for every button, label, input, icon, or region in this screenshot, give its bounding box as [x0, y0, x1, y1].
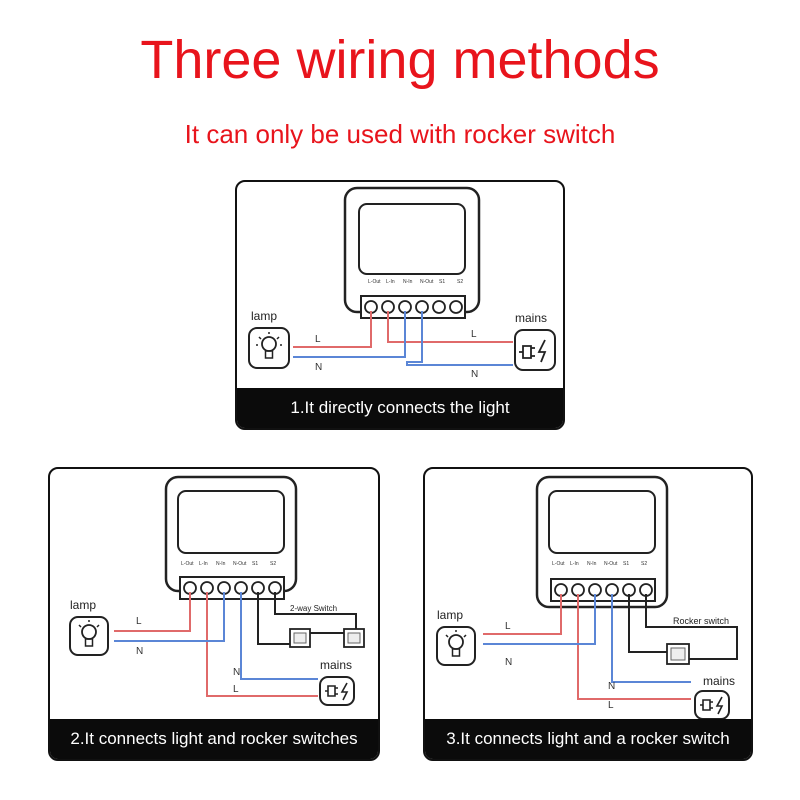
lamp-label: lamp [437, 608, 463, 622]
rocker-switch [666, 643, 690, 665]
lightbulb-icon [69, 616, 109, 656]
module-face [548, 490, 656, 554]
module-face [358, 203, 466, 275]
wire-label-l: L [315, 334, 321, 345]
wire-label-l: L [136, 616, 142, 627]
wire-live-lamp [293, 311, 372, 348]
mains-label: mains [703, 674, 735, 688]
wire-live-lamp [483, 594, 562, 635]
plug-icon [694, 690, 730, 720]
wire-switch-s1 [628, 594, 671, 653]
lightbulb-icon [248, 327, 290, 369]
terminal-label-l-in: L-In [199, 561, 208, 567]
terminal-label-l-out: L-Out [181, 561, 194, 567]
wire-switch-s2 [274, 592, 357, 629]
wire-live-mains [387, 311, 513, 343]
wire-neutral-mains [406, 311, 513, 366]
switch-label: 2-way Switch [290, 604, 337, 613]
terminal-labels: L-Out L-In N-In N-Out S1 S2 [368, 279, 463, 285]
wire-neutral-mains [240, 592, 318, 680]
terminal-label-l-out: L-Out [368, 279, 381, 285]
terminal-label-s2: S2 [457, 279, 463, 285]
wiring-panel-3: L-Out L-In N-In N-Out S1 S2 [423, 467, 753, 761]
lightbulb-icon [436, 626, 476, 666]
terminal-label-n-out: N-Out [233, 561, 247, 567]
wiring-panel-2: L-Out L-In N-In N-Out S1 S2 [48, 467, 380, 761]
wire-neutral-lamp [483, 594, 596, 645]
terminal-label-n-in: N-In [587, 561, 597, 567]
wire-switch-s2 [645, 594, 738, 660]
mains-label: mains [320, 658, 352, 672]
page-subtitle: It can only be used with rocker switch [184, 119, 616, 149]
wiring-diagram-1: L-Out L-In N-In N-Out S1 S2 L N L N lamp [248, 186, 556, 380]
two-way-switch [289, 628, 365, 648]
terminal-label-l-in: L-In [570, 561, 579, 567]
wire-label-l: L [608, 700, 614, 711]
wire-label-n: N [608, 681, 615, 692]
wiring-diagram-2: L-Out L-In N-In N-Out S1 S2 [69, 475, 365, 706]
wire-live-mains [577, 594, 691, 700]
lamp-label: lamp [251, 309, 277, 323]
terminal-labels: L-Out L-In N-In N-Out S1 S2 [181, 561, 276, 567]
lamp-label: lamp [70, 598, 96, 612]
wire-live-lamp [114, 592, 191, 632]
terminal-labels: L-Out L-In N-In N-Out S1 S2 [552, 561, 647, 567]
wiring-diagram-3: L-Out L-In N-In N-Out S1 S2 [436, 475, 738, 720]
wire-label-l: L [471, 329, 477, 340]
wire-neutral-lamp [114, 592, 225, 642]
terminal-label-n-out: N-Out [604, 561, 618, 567]
terminal-label-n-in: N-In [403, 279, 413, 285]
terminal-label-n-out: N-Out [420, 279, 434, 285]
terminal-label-s2: S2 [270, 561, 276, 567]
plug-icon [319, 676, 355, 706]
panel-caption: 3.It connects light and a rocker switch [425, 719, 751, 759]
terminal-label-s1: S1 [623, 561, 629, 567]
wire-label-l: L [233, 684, 239, 695]
wire-label-n: N [136, 646, 143, 657]
panel-caption: 2.It connects light and rocker switches [50, 719, 378, 759]
terminal-label-s1: S1 [439, 279, 445, 285]
module-face [177, 490, 285, 554]
terminal-label-l-out: L-Out [552, 561, 565, 567]
wire-live-mains [206, 592, 318, 697]
wire-label-n: N [315, 362, 322, 373]
terminal-label-s2: S2 [641, 561, 647, 567]
terminal-label-l-in: L-In [386, 279, 395, 285]
terminal-label-s1: S1 [252, 561, 258, 567]
wiring-panel-1: L-Out L-In N-In N-Out S1 S2 L N L N lamp [235, 180, 565, 430]
plug-icon [514, 329, 556, 371]
terminal-screw [449, 300, 463, 314]
page-title: Three wiring methods [140, 30, 660, 90]
mains-label: mains [515, 311, 547, 325]
wire-label-n: N [471, 369, 478, 380]
terminal-label-n-in: N-In [216, 561, 226, 567]
wire-label-n: N [505, 657, 512, 668]
panel-caption: 1.It directly connects the light [237, 388, 563, 428]
wire-neutral-mains [611, 594, 691, 683]
switch-label: Rocker switch [673, 616, 729, 626]
wire-label-n: N [233, 667, 240, 678]
terminal-screw [432, 300, 446, 314]
wire-neutral-lamp [293, 311, 406, 358]
wire-switch-s1 [257, 592, 295, 645]
wire-label-l: L [505, 621, 511, 632]
